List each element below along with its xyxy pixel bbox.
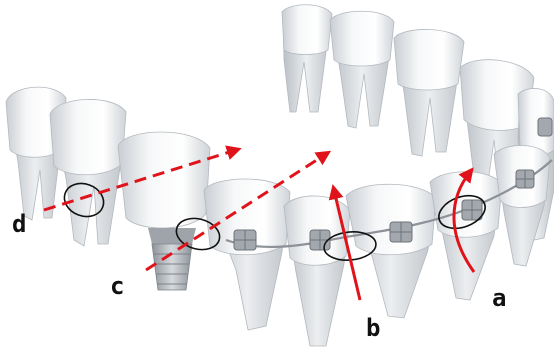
implant-crown xyxy=(118,132,210,290)
label-d: d xyxy=(12,210,26,238)
bracket-icon xyxy=(538,118,552,136)
tooth-icon xyxy=(330,11,394,128)
tooth-icon xyxy=(430,172,502,300)
bracket-icon xyxy=(234,230,256,250)
tooth-icon xyxy=(282,5,332,112)
label-b: b xyxy=(366,314,380,342)
tooth-icon xyxy=(204,179,290,330)
tooth-icon xyxy=(394,29,464,156)
tooth-icon xyxy=(494,145,550,266)
label-a: a xyxy=(492,284,506,312)
label-c: c xyxy=(110,272,124,300)
bracket-icon xyxy=(390,222,412,242)
bracket-icon xyxy=(516,170,534,188)
implant-icon xyxy=(148,228,196,290)
tooth-icon xyxy=(50,99,126,246)
bracket-icon xyxy=(462,200,482,220)
